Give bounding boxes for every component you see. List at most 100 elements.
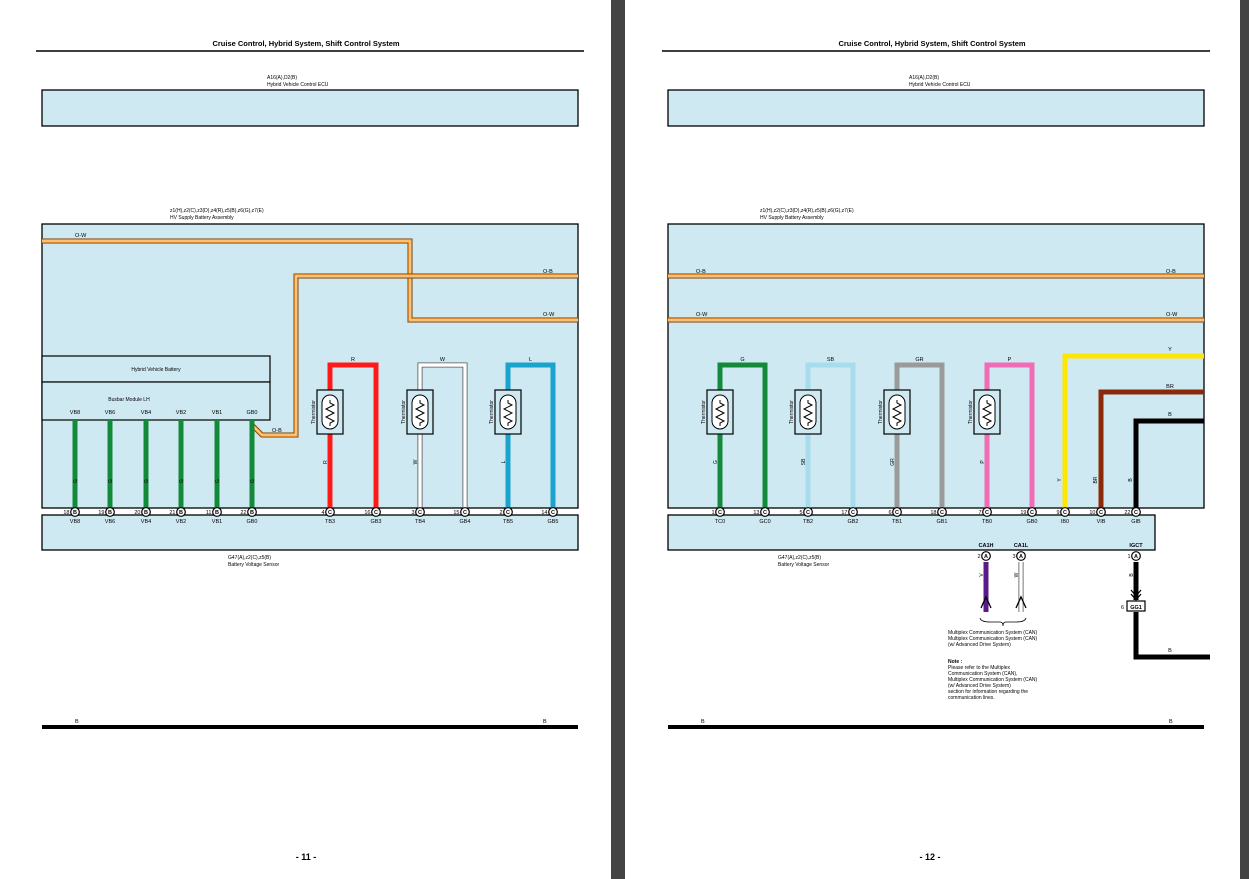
- thermistor-wire: [984, 362, 1035, 512]
- ground-label: B: [1169, 719, 1173, 725]
- label: O-W: [1166, 312, 1178, 318]
- connector-pin: [247, 507, 257, 517]
- pin-number: 19: [1020, 510, 1026, 516]
- viewer-edge: [1240, 0, 1249, 879]
- terminal-name: TB0: [982, 519, 992, 525]
- busbar-terminal: VB1: [212, 410, 222, 416]
- ground-label: B: [701, 719, 705, 725]
- wire-color-code: GR: [915, 357, 923, 363]
- resistor-icon: [714, 400, 726, 426]
- connector-letter: C: [1134, 510, 1138, 516]
- connector-letter: B: [179, 510, 183, 516]
- pin-number: 2: [977, 554, 980, 560]
- assembly-name: HV Supply Battery Assembly: [170, 215, 234, 221]
- ecu-name: Hybrid Vehicle Control ECU: [909, 82, 971, 88]
- resistor-icon: [802, 400, 814, 426]
- ecu-name: Hybrid Vehicle Control ECU: [267, 82, 329, 88]
- terminal-name: GB0: [1026, 519, 1037, 525]
- connector-letter: A: [1134, 554, 1138, 560]
- sensor-code: G47(A),z2(C),z5(B): [228, 555, 271, 561]
- pin-number: 13: [753, 510, 759, 516]
- connector-pin: [70, 507, 80, 517]
- thermistor-label: Thermistor: [489, 400, 495, 424]
- terminal-name: TB5: [503, 519, 513, 525]
- wire-color-code: P: [1008, 357, 1012, 363]
- harness-o-w-core: [42, 240, 578, 321]
- pin-number: 15: [453, 510, 459, 516]
- wire-color-code: B: [1168, 648, 1172, 654]
- terminal-name: GB5: [547, 519, 558, 525]
- wire-color-code: W: [440, 357, 446, 363]
- pin-number: 6: [888, 510, 891, 516]
- terminal-name: GB0: [246, 519, 257, 525]
- terminal-name: IB0: [1061, 519, 1069, 525]
- resistor-icon: [414, 400, 426, 426]
- connector-pin: [176, 507, 186, 517]
- assembly-code: z1(H),z2(C),z3(D),z4(R),z5(B),z6(G),z7(E…: [760, 208, 854, 214]
- connector-pin: [415, 507, 425, 517]
- connector-letter: C: [895, 510, 899, 516]
- wire-color-code: G: [713, 460, 719, 464]
- pin-number: 16: [364, 510, 370, 516]
- connector-pin: [1096, 507, 1106, 517]
- wire-color-code: GR: [890, 458, 896, 466]
- wire-color-code: SB: [801, 458, 807, 465]
- wire-color-code: Y: [1168, 347, 1172, 353]
- connector-pin: [848, 507, 858, 517]
- terminal-name: VB6: [105, 519, 115, 525]
- terminal-name: GB3: [370, 519, 381, 525]
- connector-pin: [892, 507, 902, 517]
- thermistor-wire: [418, 363, 467, 512]
- connector-pin: [760, 507, 770, 517]
- connector-letter: C: [1099, 510, 1103, 516]
- page-number: - 11 -: [296, 852, 317, 862]
- connector-letter: C: [718, 510, 722, 516]
- note-text: Multiplex Communication System (CAN): [948, 677, 1038, 683]
- terminal-name: GC0: [759, 519, 770, 525]
- label: O-B: [543, 269, 553, 275]
- connector-letter: B: [250, 510, 254, 516]
- note-text: section for information regarding the: [948, 689, 1028, 695]
- connector-letter: C: [806, 510, 810, 516]
- pin-number: 3: [1012, 554, 1015, 560]
- connector-pin: [212, 507, 222, 517]
- busbar-terminal: GB0: [246, 410, 257, 416]
- wire-color-code: SB: [827, 357, 835, 363]
- pin-number: 21: [169, 510, 175, 516]
- terminal-name: TB1: [892, 519, 902, 525]
- ecu-code: A16(A),D2(B): [909, 75, 939, 81]
- connector-pin: [141, 507, 151, 517]
- junction-connector: [1126, 600, 1146, 612]
- page-header: Cruise Control, Hybrid System, Shift Con…: [838, 39, 1025, 48]
- signal-wire: [1062, 353, 1204, 512]
- busbar-module-box: [41, 381, 271, 421]
- pin-number: 20: [134, 510, 140, 516]
- connector-letter: B: [144, 510, 148, 516]
- connector-letter: C: [328, 510, 332, 516]
- wire-color-code: G: [215, 479, 221, 483]
- wire-color-code: L: [529, 357, 532, 363]
- terminal-name: IGCT: [1129, 543, 1143, 549]
- thermistor-label: Thermistor: [701, 400, 707, 424]
- pin-number: 1: [1127, 554, 1130, 560]
- connector-letter: C: [463, 510, 467, 516]
- wire-color-code: BR: [1093, 476, 1099, 483]
- note-text: communication lines.: [948, 695, 995, 701]
- connector-pin: [548, 507, 558, 517]
- wire-color-code: G: [179, 479, 185, 483]
- label: O-B: [272, 428, 282, 434]
- wire-color-code: Y: [1057, 478, 1063, 482]
- thermistor-label: Thermistor: [878, 400, 884, 424]
- chevron-down-icon: [1130, 589, 1142, 597]
- terminal-name: TC0: [715, 519, 725, 525]
- label: O-B: [1166, 269, 1176, 275]
- terminal-name: GB1: [936, 519, 947, 525]
- battery-voltage-sensor-box: [41, 514, 579, 551]
- wire-color-code: G: [73, 479, 79, 483]
- wire-color-code: B: [1168, 412, 1172, 418]
- thermistor-wire: [717, 362, 768, 512]
- connector-letter: A: [1019, 554, 1023, 560]
- resistor-icon: [324, 400, 336, 426]
- connector-letter: C: [551, 510, 555, 516]
- page-separator: [611, 0, 625, 879]
